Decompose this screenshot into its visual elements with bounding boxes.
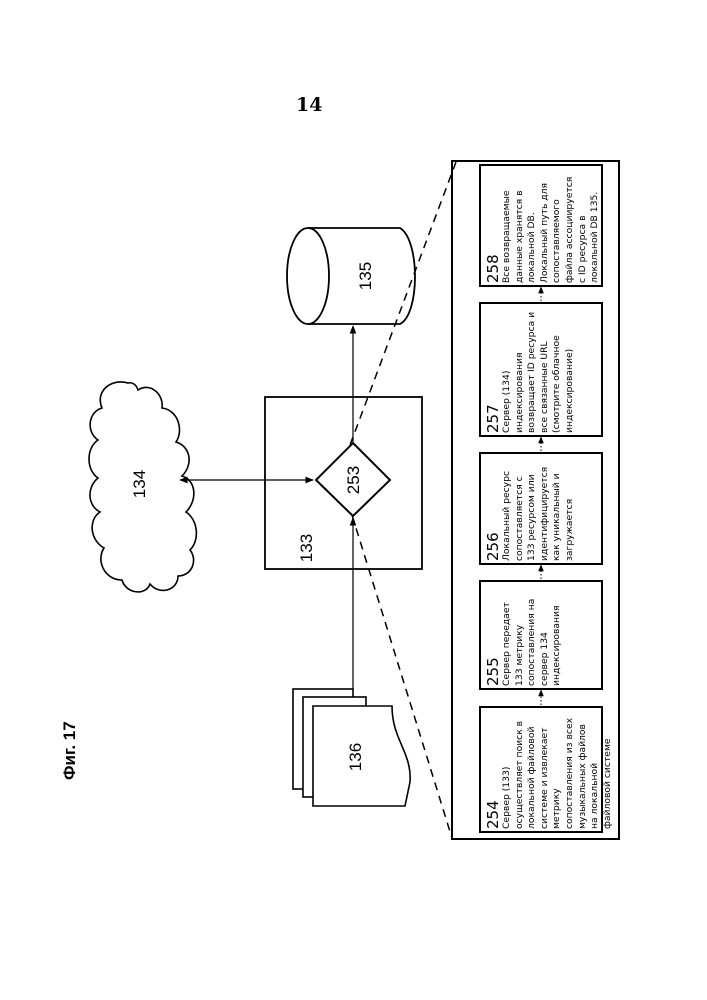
step-text: Сервер передает 133 метрику сопоставлени… — [501, 588, 564, 686]
step-256: 256 Локальный ресурс сопоставляется с 13… — [479, 452, 603, 565]
step-number: 255 — [485, 588, 501, 686]
step-text: Локальный ресурс сопоставляется с 133 ре… — [501, 460, 577, 561]
documents-label: 136 — [346, 743, 366, 771]
step-255: 255 Сервер передает 133 метрику сопостав… — [479, 580, 603, 690]
step-number: 257 — [485, 310, 501, 433]
step-258: 258 Все возвращаемые данные хранятся в л… — [479, 164, 603, 287]
cloud-label: 134 — [130, 470, 150, 498]
step-text: Сервер (134) индексирования возвращает I… — [501, 310, 577, 433]
step-number: 256 — [485, 460, 501, 561]
step-text: Все возвращаемые данные хранятся в локал… — [501, 172, 602, 283]
step-254: 254 Сервер (133) осуществляет поиск в ло… — [479, 706, 603, 833]
step-257: 257 Сервер (134) индексирования возвраща… — [479, 302, 603, 437]
step-number: 254 — [485, 714, 501, 829]
decision-label: 253 — [344, 466, 364, 494]
database-label: 135 — [356, 262, 376, 290]
server-box-label: 133 — [297, 534, 317, 562]
step-text: Сервер (133) осуществляет поиск в локаль… — [501, 714, 614, 829]
database-cylinder-end — [287, 228, 329, 324]
figure-label: Фиг. 17 — [60, 721, 80, 780]
step-number: 258 — [485, 172, 501, 283]
page-number: 14 — [296, 94, 322, 116]
